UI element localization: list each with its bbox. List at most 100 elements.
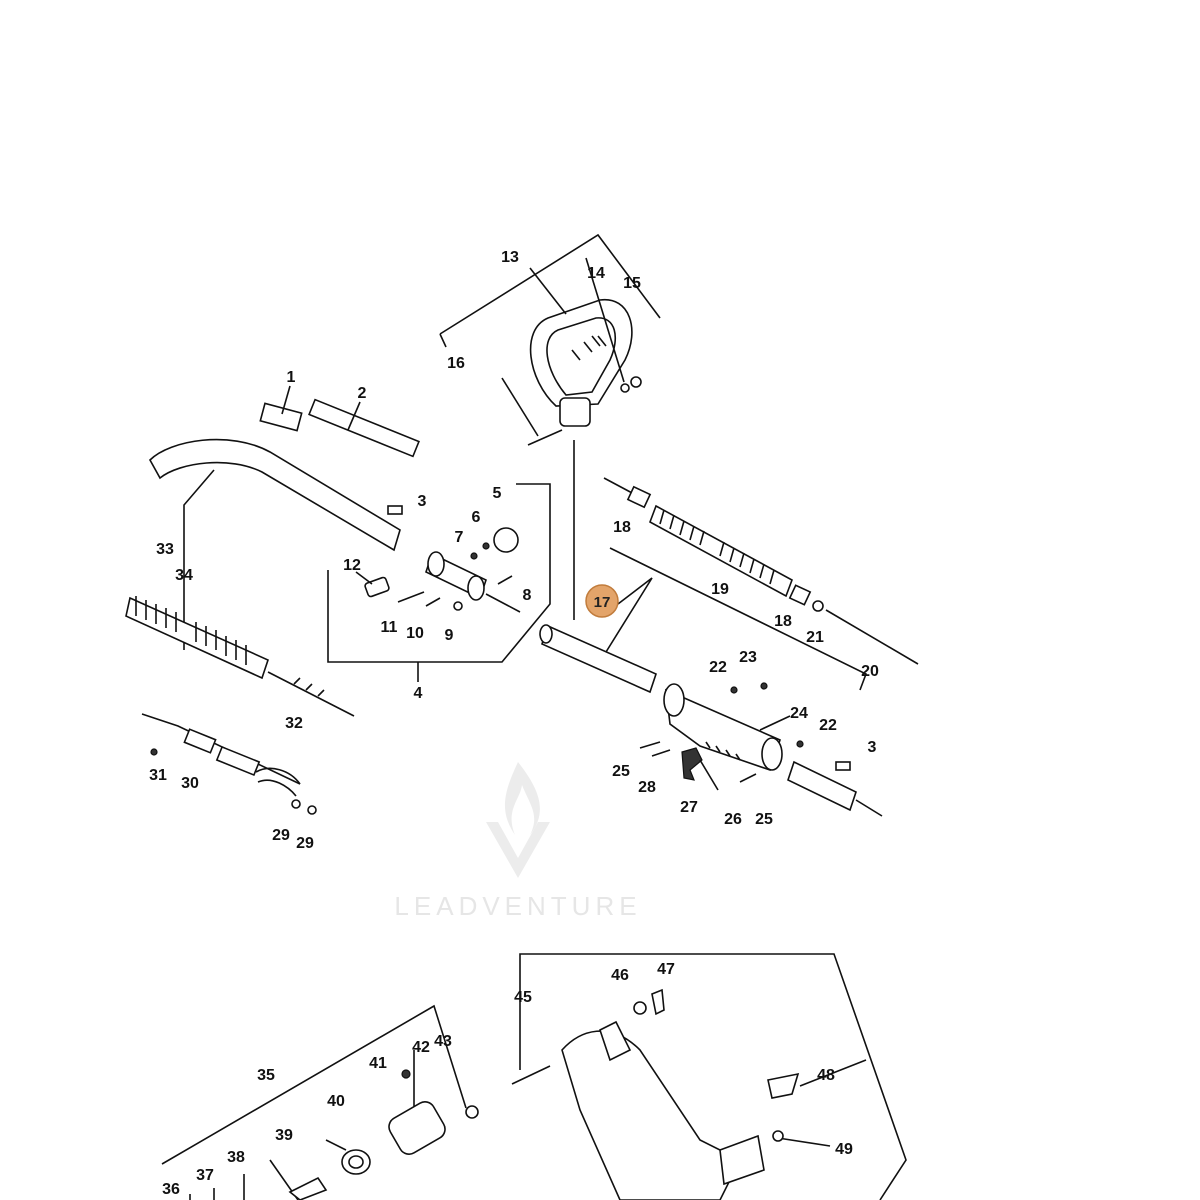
callout-31: 31	[149, 767, 167, 784]
lower-right-assembly	[511, 953, 907, 1200]
housing-end-right	[761, 737, 783, 771]
throttle-housing-24	[665, 688, 781, 772]
tube-wire	[855, 799, 883, 817]
callout-16: 16	[447, 355, 465, 372]
screw-25a	[639, 741, 661, 749]
cable-20	[825, 609, 919, 665]
callout-32: 32	[285, 715, 303, 732]
callout-36: 36	[162, 1181, 180, 1198]
leader-48	[799, 1059, 867, 1087]
screw-22a	[730, 686, 738, 694]
callout-42: 42	[412, 1039, 430, 1056]
callout-49: 49	[835, 1141, 853, 1158]
left-handlebar-assembly	[125, 385, 420, 717]
knob-5	[493, 527, 519, 553]
switch-12	[364, 576, 390, 598]
callout-46: 46	[611, 967, 629, 984]
clamp-end-left	[427, 551, 445, 577]
bracket-35-43	[161, 1004, 467, 1165]
callout-5: 5	[493, 485, 502, 502]
cable-32	[267, 671, 355, 717]
callout-1: 1	[287, 369, 296, 386]
screw-28	[651, 749, 671, 757]
loop-handle-assembly	[439, 233, 661, 620]
callout-15: 15	[623, 275, 641, 292]
callout-14: 14	[587, 265, 605, 282]
wing-nut-47	[651, 988, 665, 1016]
bracket-13-16	[439, 233, 661, 348]
callout-33: 33	[156, 541, 174, 558]
callout-10: 10	[406, 625, 424, 642]
harness-wire	[141, 713, 301, 785]
washer-14	[620, 383, 630, 393]
throttle-assembly	[639, 682, 883, 817]
shaft-end	[539, 624, 553, 644]
label-2	[308, 398, 420, 458]
leader-33	[183, 469, 215, 650]
callout-27: 27	[680, 799, 698, 816]
callout-labels: 1 2 3 3 4 5 6 7 8 9 10 11 12 13 14 15 16…	[149, 249, 879, 1198]
clip-31	[150, 748, 158, 756]
housing-end-left	[663, 683, 685, 717]
grip-34-ribs	[135, 596, 247, 665]
flame-logo-icon	[504, 762, 540, 835]
handle-clamp	[559, 397, 591, 427]
callout-18a: 18	[613, 519, 631, 536]
bracket-lug	[599, 1020, 632, 1062]
harness-bracket	[561, 1030, 742, 1200]
callout-34: 34	[175, 567, 193, 584]
callout-20: 20	[861, 663, 879, 680]
wire-end	[603, 477, 635, 495]
cap-18b	[788, 584, 812, 606]
bracket-19-20	[609, 547, 868, 691]
label-1	[259, 402, 303, 432]
callout-23: 23	[739, 649, 757, 666]
callout-29a: 29	[272, 827, 290, 844]
bracket-4	[327, 483, 551, 663]
callout-22a: 22	[709, 659, 727, 676]
grip-34	[125, 596, 269, 680]
connector-29a	[291, 799, 301, 809]
callout-43: 43	[434, 1033, 452, 1050]
label-3a	[387, 505, 403, 515]
lower-leaders	[189, 1050, 415, 1200]
callout-17[interactable]: 17	[594, 594, 611, 611]
handlebar-tube	[149, 438, 401, 552]
bolt-11	[397, 591, 425, 603]
callout-28: 28	[638, 779, 656, 796]
callout-12: 12	[343, 557, 361, 574]
clamp-end-right	[467, 575, 485, 601]
leader-12	[355, 571, 373, 585]
leader-49	[777, 1137, 831, 1147]
highlighted-part-17[interactable]: 17	[585, 584, 619, 618]
callout-8: 8	[523, 587, 532, 604]
part-40-bore	[348, 1155, 364, 1169]
spring-26	[699, 759, 719, 791]
callout-21: 21	[806, 629, 824, 646]
callout-4: 4	[414, 685, 423, 702]
callout-19: 19	[711, 581, 729, 598]
callout-11: 11	[381, 619, 398, 636]
leader-1	[281, 385, 291, 415]
grip-19-ribs	[659, 509, 775, 585]
callout-9: 9	[445, 627, 454, 644]
callout-22b: 22	[819, 717, 837, 734]
right-grip-assembly	[603, 477, 919, 691]
connector-29b	[307, 805, 317, 815]
label-48	[767, 1072, 800, 1099]
callout-7: 7	[455, 529, 464, 546]
handle-grip-pattern	[571, 335, 607, 361]
highlight-marker[interactable]	[585, 584, 619, 618]
leader-24	[759, 715, 791, 731]
callout-25b: 25	[755, 811, 773, 828]
shaft-tube	[541, 624, 657, 694]
screw-25b	[739, 773, 757, 783]
callout-48: 48	[817, 1067, 835, 1084]
clamp-shaft-line	[485, 593, 521, 613]
callout-3a: 3	[418, 493, 427, 510]
bolt-16	[527, 429, 563, 446]
callout-18b: 18	[774, 613, 792, 630]
callout-45: 45	[514, 989, 532, 1006]
callout-47: 47	[657, 961, 675, 978]
